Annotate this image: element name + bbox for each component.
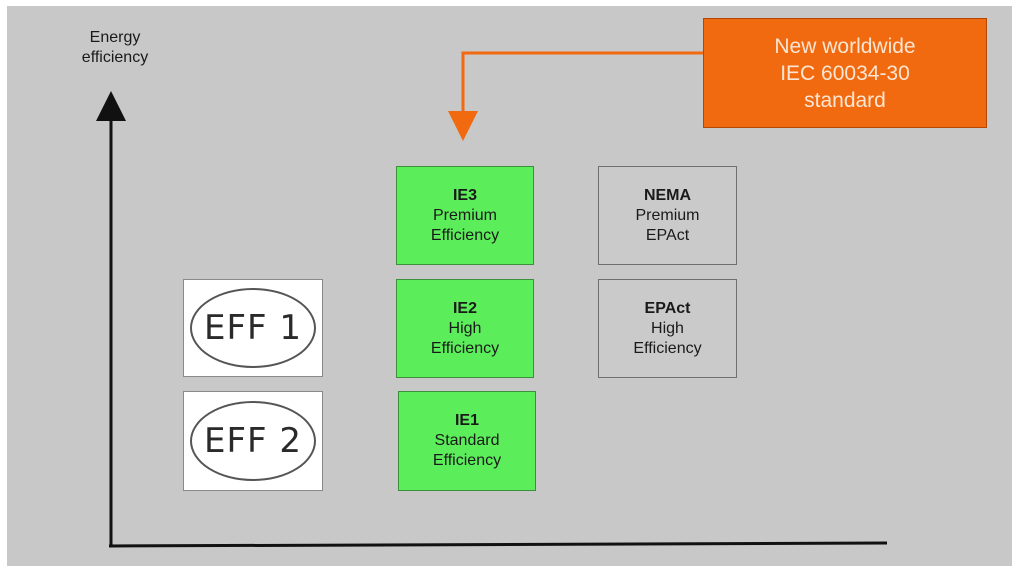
ie2-box: IE2 High Efficiency <box>396 279 534 378</box>
ie1-line2: Efficiency <box>432 452 502 469</box>
ie2-code: IE2 <box>452 299 477 317</box>
nema-premium-line1: Premium <box>635 206 700 224</box>
nema-premium-code: NEMA <box>643 186 692 204</box>
ie2-line2: Efficiency <box>430 339 500 357</box>
nema-premium-box: NEMA Premium EPAct <box>598 166 737 265</box>
iec-standard-callout: New worldwide IEC 60034-30 standard <box>703 18 987 128</box>
epact-box: EPAct High Efficiency <box>598 279 737 378</box>
eff2-label: EFF 2 <box>183 391 323 491</box>
ie1-box: IE1 Standard Efficiency <box>398 391 536 491</box>
callout-line-3: standard <box>804 88 886 112</box>
slide-canvas: Energy efficiency New worldwide IEC 6003… <box>7 6 1012 566</box>
ie3-box: IE3 Premium Efficiency <box>396 166 534 265</box>
callout-line-2: IEC 60034-30 <box>780 61 910 85</box>
ie3-line2: Efficiency <box>430 226 500 244</box>
eff2-text: EFF 2 <box>203 421 303 461</box>
callout-line-1: New worldwide <box>774 34 916 58</box>
ie3-line1: Premium <box>432 206 497 224</box>
ie3-code: IE3 <box>452 186 477 204</box>
epact-line1: High <box>651 319 684 337</box>
ie1-line1: Standard <box>434 432 500 449</box>
eff1-logo: EFF 1 <box>190 288 316 368</box>
y-axis-title: Energy efficiency <box>59 28 171 68</box>
x-axis-line <box>108 541 888 548</box>
eff1-label: EFF 1 <box>183 279 323 377</box>
eff2-logo: EFF 2 <box>190 401 316 481</box>
nema-premium-line2: EPAct <box>645 226 690 244</box>
epact-code: EPAct <box>644 299 691 317</box>
y-axis-title-line-1: Energy <box>89 29 141 46</box>
ie2-line1: High <box>448 319 482 337</box>
epact-line2: Efficiency <box>633 339 702 357</box>
callout-arrow <box>448 51 703 141</box>
ie1-code: IE1 <box>454 412 479 429</box>
axes <box>96 51 888 548</box>
eff1-text: EFF 1 <box>203 308 303 348</box>
y-axis-title-line-2: efficiency <box>81 49 149 66</box>
